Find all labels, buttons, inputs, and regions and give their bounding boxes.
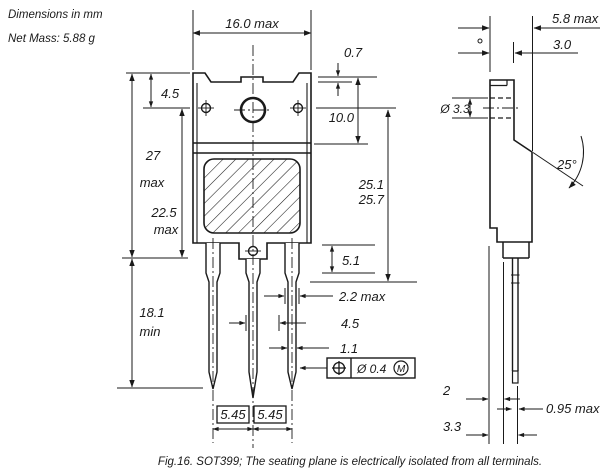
label-hole-to-shoulder-a: 25.1 — [358, 177, 384, 192]
label-lead-narrow: 1.1 — [340, 341, 358, 356]
heatsink-hatch-area — [203, 158, 301, 234]
dim-hole-offset: 4.5 — [126, 72, 190, 109]
mmc-symbol-icon: M — [393, 360, 409, 376]
drawing-notes: Dimensions in mm Net Mass: 5.88 g — [8, 9, 103, 45]
dim-chamfer-angle: 25° — [532, 135, 585, 189]
dim-overall-thickness: 5.8 max — [458, 11, 600, 151]
centerlines — [212, 45, 293, 448]
label-overall-thickness: 5.8 max — [552, 11, 599, 26]
side-view: 5.8 max 3.0 Ø 3.3 25° — [439, 11, 600, 444]
dim-lead-position: 2 0.95 max 3.3 — [442, 246, 600, 444]
dim-hole-to-seat: 22.5 max — [150, 108, 185, 258]
dim-overall-width: 16.0 max — [192, 10, 312, 70]
pilot-hole-right — [290, 100, 306, 116]
label-total-height: 27 — [145, 148, 161, 163]
dim-tab-height: 0.7 — [318, 45, 377, 96]
units-note: Dimensions in mm — [8, 9, 103, 21]
side-hole-hidden — [483, 97, 521, 119]
label-hole-offset: 4.5 — [161, 86, 180, 101]
position-symbol-icon — [332, 361, 346, 375]
dim-shoulder-height: 5.1 — [322, 244, 375, 274]
label-lead-length: 18.1 — [139, 305, 164, 320]
dim-top-thickness: 3.0 — [458, 37, 578, 63]
label-flange-height: 10.0 — [329, 110, 355, 125]
label-top-thickness: 3.0 — [553, 37, 572, 52]
dim-hole-dia: Ø 3.3 — [439, 97, 488, 119]
dim-pitch: 5.45 5.45 — [212, 405, 293, 432]
label-tolerance-dia: Ø 0.4 — [356, 362, 387, 376]
dim-lead-narrow: 1.1 — [269, 340, 358, 356]
label-lead-length-qual: min — [140, 324, 161, 339]
label-hole-to-shoulder-b: 25.7 — [358, 192, 385, 207]
front-view: 16.0 max 0.7 10.0 25.1 25.7 — [117, 10, 417, 448]
dim-lead-length: 18.1 min — [117, 258, 203, 389]
label-total-height-qual: max — [140, 175, 165, 190]
label-overall-width: 16.0 max — [225, 16, 279, 31]
label-pitch-b: 5.45 — [257, 407, 283, 422]
label-chamfer-angle: 25° — [556, 157, 577, 172]
label-lead-pos-a: 2 — [442, 383, 451, 398]
net-mass-note: Net Mass: 5.88 g — [8, 33, 96, 45]
side-lead — [511, 258, 520, 384]
dim-hole-to-shoulder: 25.1 25.7 — [310, 107, 417, 283]
dim-lead-wide: 2.2 max — [264, 288, 386, 304]
label-lead-thickness: 0.95 max — [546, 401, 600, 416]
dim-lead-gap: 4.5 — [229, 315, 360, 331]
reference-dot — [477, 38, 483, 44]
dim-flange-height: 10.0 — [314, 77, 368, 145]
pilot-hole-left — [198, 100, 214, 116]
label-lead-gap: 4.5 — [341, 316, 360, 331]
label-hole-to-seat: 22.5 — [150, 205, 177, 220]
label-lead-pos-b: 3.3 — [443, 419, 462, 434]
label-tab-height: 0.7 — [344, 45, 363, 60]
leads — [205, 243, 300, 399]
label-hole-to-seat-qual: max — [154, 222, 179, 237]
dim-total-height: 27 max — [122, 73, 188, 259]
figure-caption: Fig.16. SOT399; The seating plane is ele… — [158, 456, 542, 468]
label-pitch-a: 5.45 — [220, 407, 246, 422]
label-shoulder-height: 5.1 — [342, 253, 360, 268]
true-position-frame: Ø 0.4 M — [299, 357, 416, 379]
label-hole-dia: Ø 3.3 — [439, 102, 470, 116]
side-outline — [489, 79, 533, 259]
label-tolerance-mod: M — [397, 364, 406, 375]
label-lead-wide: 2.2 max — [338, 289, 386, 304]
